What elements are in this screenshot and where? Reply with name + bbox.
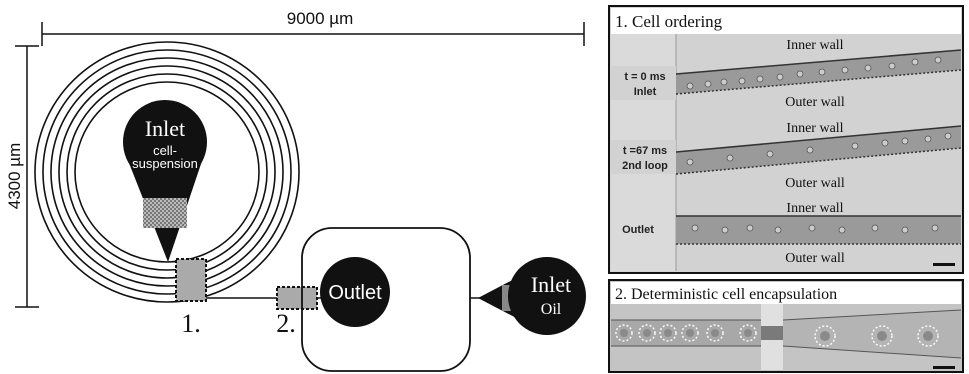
strip1-label-1: t = 0 ms [624,71,665,83]
marker-label-2: 2. [276,309,296,338]
spiral-channel [34,41,300,303]
strip1-inner: Inner wall [786,38,843,53]
strip1-label-2: Inlet [634,86,657,98]
device-schematic: 9000 µm 4300 µm Inlet cell- suspensio [5,9,586,372]
strip2-outer: Outer wall [785,176,845,191]
strip3-label-1: Outlet [622,224,654,236]
outlet-chamber [301,227,471,372]
width-label: 9000 µm [287,9,354,28]
panel2-title: 2. Deterministic cell encapsulation [615,286,837,303]
panel-cell-ordering: 1. Cell ordering t = 0 ms Inlet Inner wa… [608,5,964,274]
inlet-cells-subtitle-2: suspension [132,156,198,171]
strip2-label-2: 2nd loop [622,160,668,172]
inlet-cell-suspension: Inlet cell- suspension [123,100,207,262]
panel1-title: 1. Cell ordering [615,12,723,31]
outlet-label: Outlet [328,282,382,304]
height-label: 4300 µm [5,143,24,210]
strip3-outer: Outer wall [785,251,845,266]
ordering-strip-1: t = 0 ms Inlet Inner wall Outer wall [611,38,962,110]
inlet-oil: Inlet Oil [470,257,586,335]
marker-label-1: 1. [181,309,201,338]
marker-box-1: 1. [175,258,207,338]
scale-bar-1 [933,263,955,266]
marker-box-2: 2. [276,286,318,338]
width-dimension: 9000 µm [41,9,585,46]
inlet-oil-subtitle: Oil [541,301,562,318]
panel-encapsulation: 2. Deterministic cell encapsulation [608,279,964,373]
height-dimension: 4300 µm [5,45,39,308]
strip2-inner: Inner wall [786,121,843,136]
outlet: Outlet [320,257,390,327]
ordering-strip-3: Outlet Inner wall Outer wall [622,201,961,266]
inlet-oil-title: Inlet [531,272,571,297]
ordering-strip-2: t =67 ms 2nd loop Inner wall Outer wall [611,121,962,191]
inlet-cells-subtitle-1: cell- [153,143,177,158]
strip3-inner: Inner wall [786,201,843,216]
scale-bar-2 [933,366,955,369]
inlet-cells-title: Inlet [145,116,185,141]
strip1-outer: Outer wall [785,95,845,110]
strip2-label-1: t =67 ms [623,145,667,157]
